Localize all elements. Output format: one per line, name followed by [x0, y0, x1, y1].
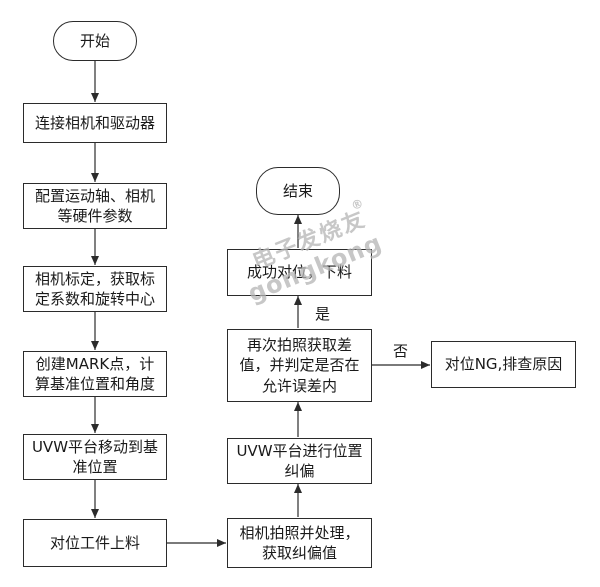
camera-calibration-label-line1: 相机标定，获取标	[34, 269, 155, 288]
alignment-ng-step: 对位NG,排查原因	[431, 341, 576, 388]
recheck-decision-label-line1: 再次拍照获取差	[246, 336, 352, 355]
connect-devices-label: 连接相机和驱动器	[34, 113, 155, 132]
recheck-decision-label-line3: 允许误差内	[261, 376, 337, 395]
configure-hardware-label-line1: 配置运动轴、相机	[34, 186, 155, 205]
create-mark-label-line2: 算基准位置和角度	[34, 375, 155, 393]
configure-hardware-label-line2: 等硬件参数	[57, 207, 133, 225]
uvw-adjust-label-line2: 纠偏	[284, 462, 315, 480]
recheck-decision-step: 再次拍照获取差 值，并判定是否在 允许误差内	[227, 329, 372, 402]
camera-calibration-label-line2: 定系数和旋转中心	[34, 290, 155, 308]
configure-hardware-step: 配置运动轴、相机 等硬件参数	[23, 183, 167, 229]
connect-devices-step: 连接相机和驱动器	[23, 103, 167, 143]
uvw-move-step: UVW平台移动到基 准位置	[23, 434, 167, 480]
camera-calibration-step: 相机标定，获取标 定系数和旋转中心	[23, 266, 167, 312]
alignment-ng-label: 对位NG,排查原因	[444, 355, 563, 374]
recheck-decision-label-line2: 值，并判定是否在	[239, 356, 360, 375]
create-mark-step: 创建MARK点，计 算基准位置和角度	[23, 351, 167, 397]
start-label: 开始	[79, 31, 110, 50]
load-workpiece-label: 对位工件上料	[49, 533, 140, 552]
no-edge-label: 否	[393, 342, 409, 360]
uvw-adjust-label-line1: UVW平台进行位置	[236, 441, 363, 460]
alignment-success-step: 成功对位，下料	[227, 249, 372, 296]
uvw-move-label-line2: 准位置	[72, 458, 118, 476]
uvw-move-label-line1: UVW平台移动到基	[31, 437, 159, 456]
capture-process-label-line2: 获取纠偏值	[261, 544, 337, 562]
end-label: 结束	[282, 181, 313, 200]
load-workpiece-step: 对位工件上料	[23, 519, 167, 567]
start-terminal: 开始	[53, 21, 137, 61]
uvw-adjust-step: UVW平台进行位置 纠偏	[227, 438, 372, 484]
capture-process-step: 相机拍照并处理， 获取纠偏值	[227, 518, 372, 568]
end-terminal: 结束	[256, 167, 340, 215]
capture-process-label-line1: 相机拍照并处理，	[239, 523, 360, 542]
create-mark-label-line1: 创建MARK点，计	[35, 354, 155, 373]
alignment-success-label: 成功对位，下料	[246, 263, 352, 282]
yes-edge-label: 是	[315, 305, 331, 323]
